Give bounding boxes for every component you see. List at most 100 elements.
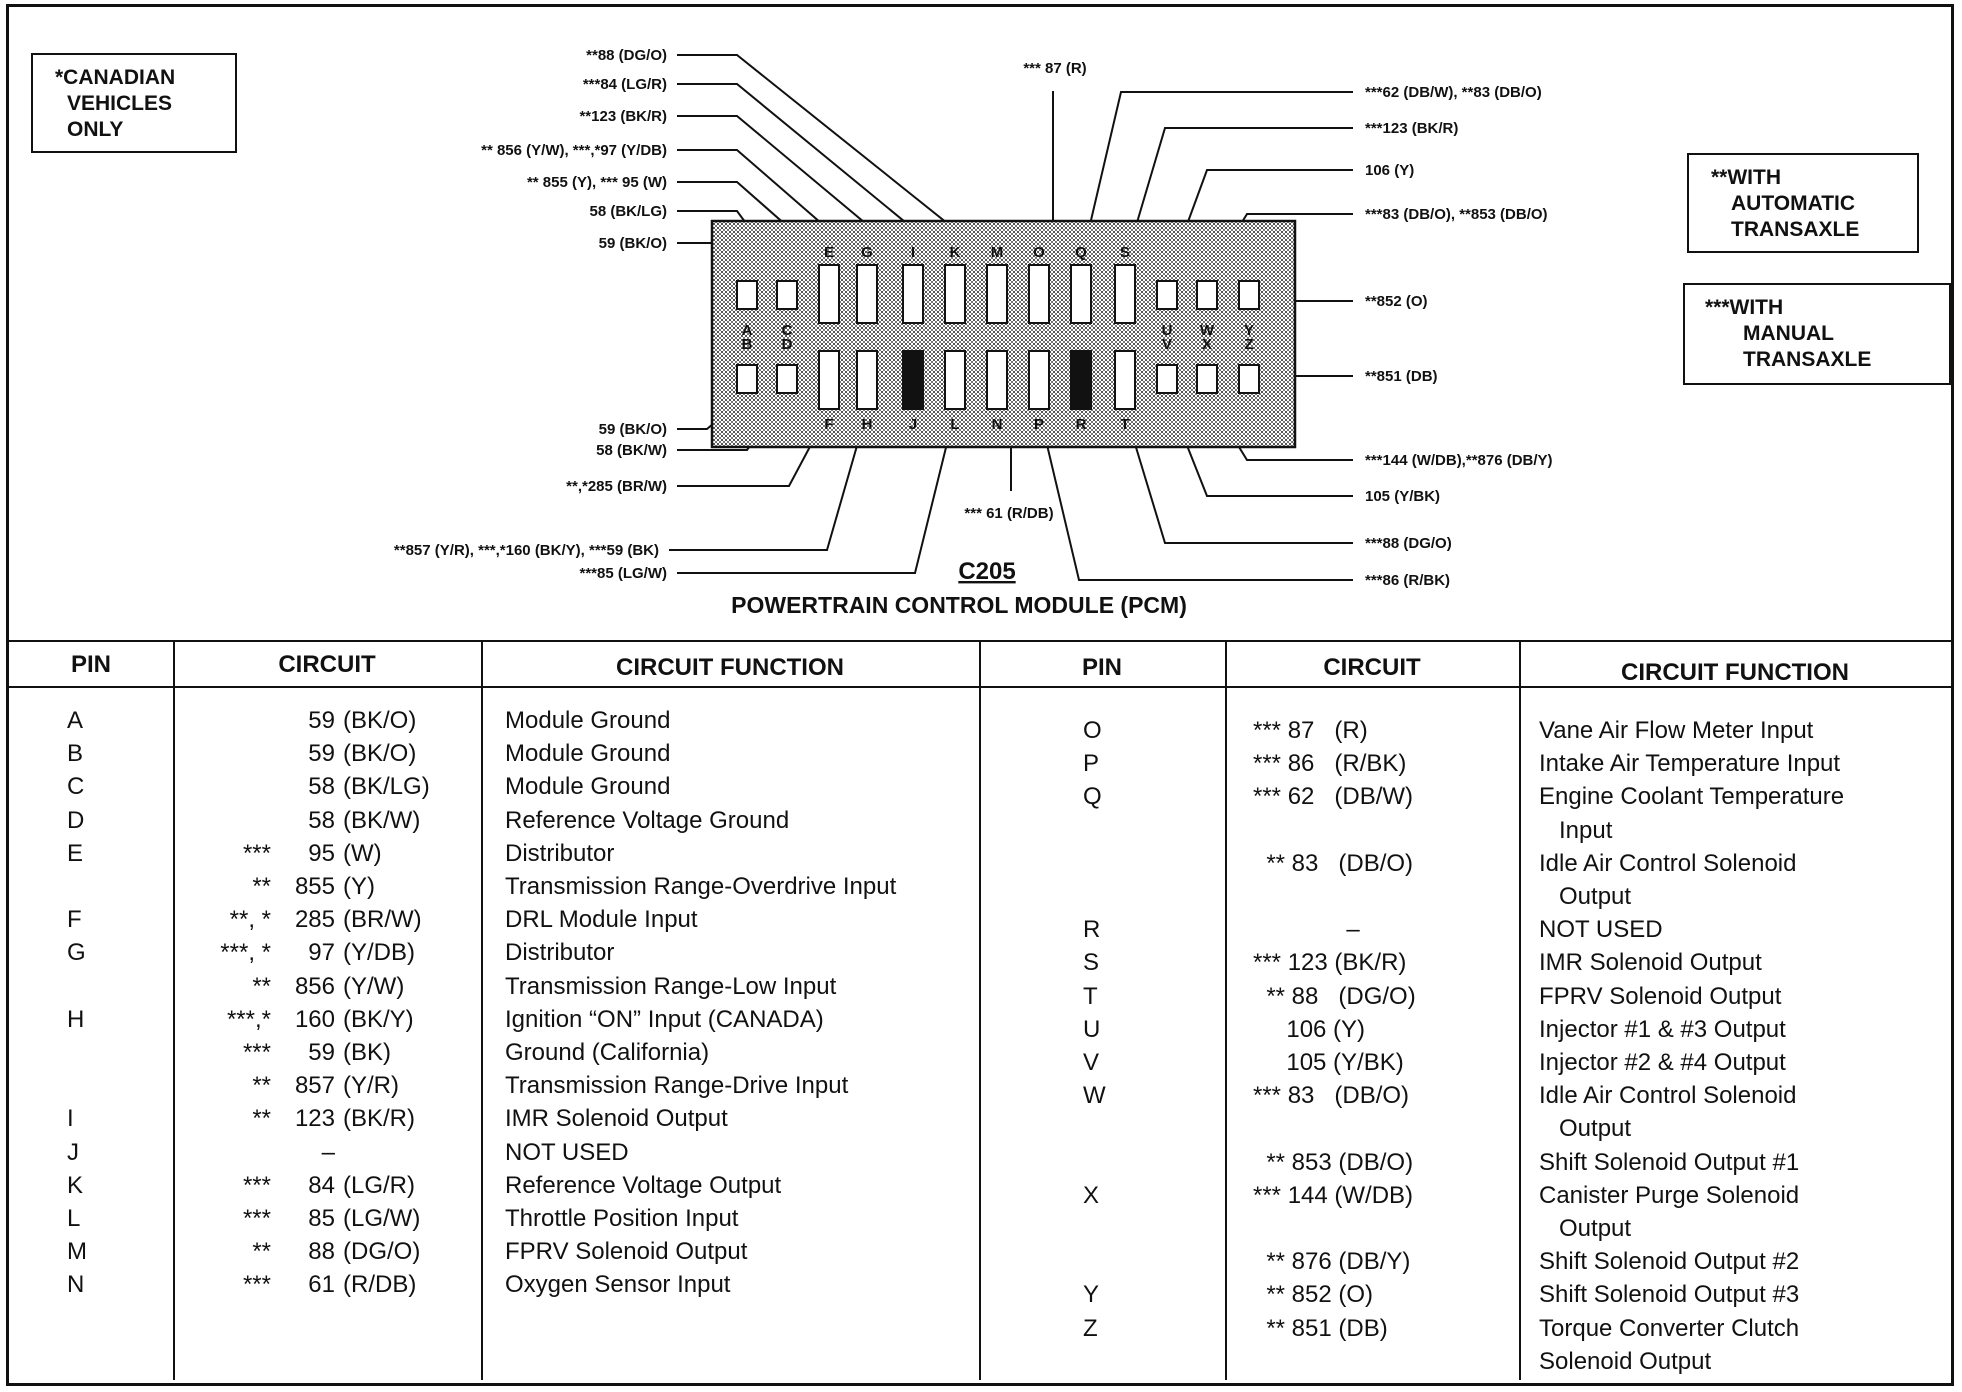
circuit-cell: ** 876 (DB/Y) [1253,1248,1411,1276]
circuit-cell: *** 86 (R/BK) [1253,750,1407,778]
circuit-number: 856 [294,972,335,1000]
col-divider [979,640,981,1380]
cavity-x [1196,364,1218,394]
circuit-cell: ** 851 (DB) [1253,1314,1388,1342]
cavity-label: V [1162,336,1172,353]
cavity-label: J [909,416,917,433]
function-cell: Ground (California) [505,1039,710,1066]
wire-leader [1124,127,1353,264]
cavity-t [1114,350,1136,410]
circuit-number: 160 [294,1005,335,1033]
circuit-prefix: ** [252,1238,271,1266]
header-function: CIRCUIT FUNCTION [616,654,844,681]
circuit-color: (BK/W) [343,806,421,834]
cavity-h [856,350,878,410]
wire-label-f: **,*285 (BR/W) [566,478,667,495]
function-cell: Input [1539,816,1613,844]
circuit-cell: *** 144 (W/DB) [1253,1181,1414,1209]
note-canadian-line: ONLY [67,118,124,141]
pin-cell: M [67,1238,87,1266]
circuit-color: (LG/W) [343,1205,421,1232]
cavity-label: C [782,322,793,339]
circuit-cell: *** 123 (BK/R) [1253,949,1407,977]
pin-cell: Y [1083,1281,1100,1309]
circuit-number: 59 [308,740,335,768]
circuit-number: 88 [308,1238,335,1266]
function-cell: Intake Air Temperature Input [1539,750,1841,778]
function-cell: Reference Voltage Output [505,1171,782,1199]
cavity-g [856,264,878,324]
note-automatic: **WITH AUTOMATIC TRANSAXLE [1687,153,1919,253]
circuit-color: (BK) [343,1039,391,1066]
function-cell: Transmission Range-Drive Input [505,1072,849,1100]
connector-title: POWERTRAIN CONTROL MODULE (PCM) [731,592,1187,618]
pin-cell: L [67,1205,81,1232]
header-pin: PIN [1081,654,1122,681]
cavity-a [736,280,758,310]
wire-label-y: **852 (O) [1365,293,1428,310]
circuit-prefix: ** [252,873,271,900]
cavity-label: Q [1075,244,1087,261]
function-cell: Distributor [505,939,615,967]
circuit-color: (Y) [343,873,375,900]
wire-leader [677,54,998,264]
circuit-prefix: ***, * [220,939,271,967]
pin-cell: U [1083,1015,1101,1043]
circuit-cell: – [1253,916,1360,944]
function-cell: IMR Solenoid Output [505,1105,728,1133]
pin-cell: T [1083,982,1098,1010]
cavity-b [736,364,758,394]
wire-leader [677,115,914,264]
circuit-prefix: ***,* [226,1005,271,1033]
circuit-prefix: *** [242,1171,271,1199]
cavity-label: Z [1244,336,1253,353]
circuit-number: 95 [308,839,335,867]
cavity-s [1114,264,1136,324]
wire-label-l: ***85 (LG/W) [579,565,667,582]
function-cell: Injector #1 & #3 Output [1539,1015,1786,1043]
circuit-prefix: **, * [229,906,271,934]
note-canadian-line: VEHICLES [67,92,173,115]
circuit-color: (BK/R) [343,1105,415,1133]
pin-cell: I [67,1105,74,1133]
cavity-w [1196,280,1218,310]
circuit-color: (Y/DB) [343,939,415,967]
function-cell: Shift Solenoid Output #3 [1539,1281,1800,1309]
wire-label-b: 59 (BK/O) [599,421,667,438]
pin-cell: N [67,1271,85,1299]
wire-label-t: ***88 (DG/O) [1365,535,1452,552]
function-cell: Reference Voltage Ground [505,806,790,834]
pin-cell: V [1083,1049,1100,1076]
cavity-z [1238,364,1260,394]
pin-cell: W [1083,1082,1106,1110]
wire-label-h: **857 (Y/R), ***,*160 (BK/Y), ***59 (BK) [394,542,659,559]
cavity-label: E [824,244,834,261]
cavity-label: N [992,416,1003,433]
function-cell: Injector #2 & #4 Output [1539,1049,1786,1076]
cavity-d [776,364,798,394]
cavity-label: H [862,416,873,433]
circuit-number: 857 [294,1072,335,1100]
circuit-color: (LG/R) [343,1171,415,1199]
wire-label-k: ***84 (LG/R) [583,76,667,93]
circuit-number: 84 [308,1171,335,1199]
cavity-l [944,350,966,410]
function-cell: Module Ground [505,773,671,801]
cavity-y [1238,280,1260,310]
function-cell: Distributor [505,839,615,867]
col-divider [173,640,175,1380]
header-circuit: CIRCUIT [1323,654,1421,681]
cavity-j [902,350,924,410]
cavity-label: G [861,244,873,261]
wire-label-a: 59 (BK/O) [599,235,667,252]
function-cell: FPRV Solenoid Output [505,1238,748,1266]
pin-cell: J [67,1138,79,1166]
cavity-label: F [824,416,833,433]
circuit-prefix: *** [242,1039,271,1066]
function-cell: Canister Purge Solenoid [1539,1181,1800,1209]
function-cell: DRL Module Input [505,906,698,934]
pin-cell: A [67,707,84,734]
cavity-label: R [1076,416,1087,433]
note-automatic-line: **WITH [1711,166,1781,189]
circuit-color: (Y/W) [343,972,405,1000]
